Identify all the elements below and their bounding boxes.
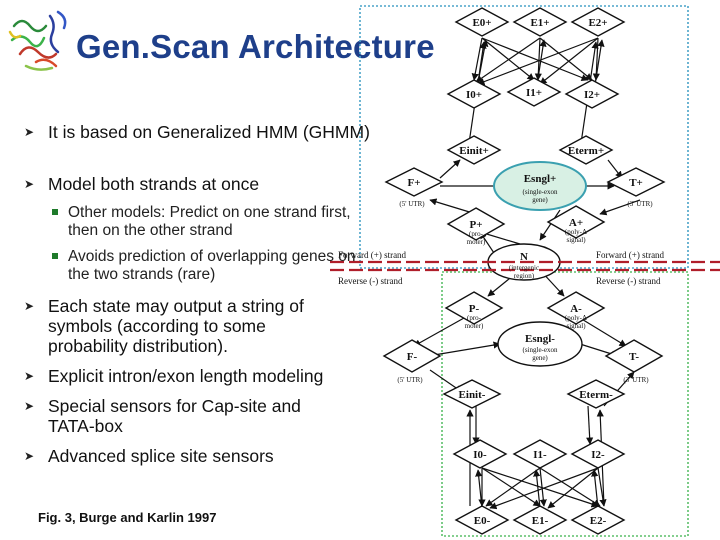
state-i2-minus [570, 439, 626, 469]
state-e0-minus [454, 505, 510, 535]
sublabel-p-plus-1: (pro- [469, 230, 484, 238]
label-einit-minus: Einit- [459, 389, 486, 401]
bullet-text: Model both strands at once [48, 174, 260, 194]
state-i1-minus [512, 439, 568, 469]
bullet-text: Advanced splice site sensors [48, 446, 274, 466]
sub-bullet-text: Other models: Predict on one strand firs… [68, 204, 351, 239]
label-einit-plus: Einit+ [459, 145, 489, 157]
state-e0-plus [454, 7, 510, 37]
state-i0-minus [452, 439, 508, 469]
label-i2-plus: I2+ [584, 89, 600, 101]
sublabel-n-2: region) [514, 272, 535, 280]
label-e1-minus: E1- [532, 515, 549, 527]
state-f-plus [384, 167, 444, 197]
state-i0-plus [446, 79, 502, 109]
state-p-minus [444, 291, 504, 325]
label-e0-plus: E0+ [472, 17, 491, 29]
state-esngl-minus [497, 321, 583, 367]
state-eterm-minus [566, 379, 626, 409]
reverse-strand-label-right: Reverse (-) strand [596, 276, 661, 286]
label-p-minus: P- [469, 303, 480, 315]
sublabel-p-plus-2: moter) [467, 238, 486, 246]
state-einit-minus [442, 379, 502, 409]
bullet-text: It is based on Generalized HMM (GHMM) [48, 122, 370, 142]
label-i0-plus: I0+ [466, 89, 482, 101]
sublabel-t-minus: (3' UTR) [623, 376, 649, 384]
sublabel-f-plus: (5' UTR) [399, 200, 425, 208]
sub-bullet-text: Avoids prediction of overlapping genes o… [68, 248, 356, 283]
arrow-bullet-icon: ➤ [24, 449, 35, 463]
label-e2-minus: E2- [590, 515, 607, 527]
sublabel-a-plus-1: (poly-A [565, 228, 587, 236]
bullet-text: Special sensors for Cap-site and TATA-bo… [48, 396, 301, 436]
arrow-bullet-icon: ➤ [24, 299, 35, 313]
sublabel-esngl-minus-2: gene) [532, 354, 548, 362]
plus-strand-frame [359, 5, 689, 269]
arrow-bullet-icon: ➤ [24, 369, 35, 383]
square-bullet-icon [52, 253, 58, 259]
arrow-bullet-icon: ➤ [24, 177, 35, 191]
state-einit-plus [446, 135, 502, 165]
label-i1-minus: I1- [533, 449, 547, 461]
state-p-plus [446, 207, 506, 241]
sublabel-esngl-minus-1: (single-exon [523, 346, 558, 354]
sublabel-a-minus-2: signal) [566, 322, 586, 330]
forward-strand-label-left: Forward (+) strand [338, 250, 407, 260]
state-esngl-plus [493, 161, 587, 211]
label-e0-minus: E0- [474, 515, 491, 527]
label-esngl-minus: Esngl- [525, 333, 555, 345]
sublabel-p-minus-1: (pro- [467, 314, 482, 322]
label-i0-minus: I0- [473, 449, 487, 461]
label-a-plus: A+ [569, 217, 583, 229]
sublabel-esngl-plus-2: gene) [532, 196, 548, 204]
genscan-state-diagram: E0+ E1+ E2+ I0+ I1+ I2+ Einit+ Eterm+ F+… [330, 5, 720, 537]
protein-structure-logo [8, 10, 67, 71]
label-e1-plus: E1+ [530, 17, 549, 29]
sublabel-esngl-plus-1: (single-exon [523, 188, 558, 196]
minus-strand-frame [441, 271, 689, 537]
state-e2-plus [570, 7, 626, 37]
sublabel-t-plus: (3' UTR) [627, 200, 653, 208]
label-t-minus: T- [629, 351, 639, 363]
bullet-text: Each state may output a string of symbol… [48, 296, 304, 356]
label-p-plus: P+ [470, 219, 483, 231]
label-eterm-plus: Eterm+ [568, 145, 604, 157]
state-eterm-plus [558, 135, 614, 165]
label-f-minus: F- [407, 351, 418, 363]
label-t-plus: T+ [629, 177, 643, 189]
square-bullet-icon [52, 209, 58, 215]
state-t-minus [604, 339, 664, 373]
label-n-state: N [520, 251, 528, 263]
label-eterm-minus: Eterm- [579, 389, 613, 401]
label-a-minus: A- [570, 303, 582, 315]
label-i2-minus: I2- [591, 449, 605, 461]
state-a-minus [546, 291, 606, 325]
bullet-text: Explicit intron/exon length modeling [48, 366, 324, 386]
sublabel-f-minus: (5' UTR) [397, 376, 423, 384]
label-esngl-plus: Esngl+ [524, 173, 557, 185]
reverse-strand-label-left: Reverse (-) strand [338, 276, 403, 286]
sublabel-a-minus-1: (poly-A [565, 314, 587, 322]
state-i2-plus [564, 79, 620, 109]
sublabel-n-1: (intergenic [509, 264, 539, 272]
state-i1-plus [506, 77, 562, 107]
arrow-bullet-icon: ➤ [24, 125, 35, 139]
forward-strand-label-right: Forward (+) strand [596, 250, 665, 260]
figure-caption: Fig. 3, Burge and Karlin 1997 [38, 510, 217, 525]
state-f-minus [382, 339, 442, 373]
state-a-plus [546, 205, 606, 239]
state-e1-minus [512, 505, 568, 535]
sublabel-a-plus-2: signal) [566, 236, 586, 244]
label-e2-plus: E2+ [588, 17, 607, 29]
state-e1-plus [512, 7, 568, 37]
arrow-bullet-icon: ➤ [24, 399, 35, 413]
sublabel-p-minus-2: moter) [465, 322, 484, 330]
state-e2-minus [570, 505, 626, 535]
label-f-plus: F+ [408, 177, 421, 189]
slide-title: Gen.Scan Architecture [76, 28, 435, 65]
label-i1-plus: I1+ [526, 87, 542, 99]
state-t-plus [606, 167, 666, 197]
